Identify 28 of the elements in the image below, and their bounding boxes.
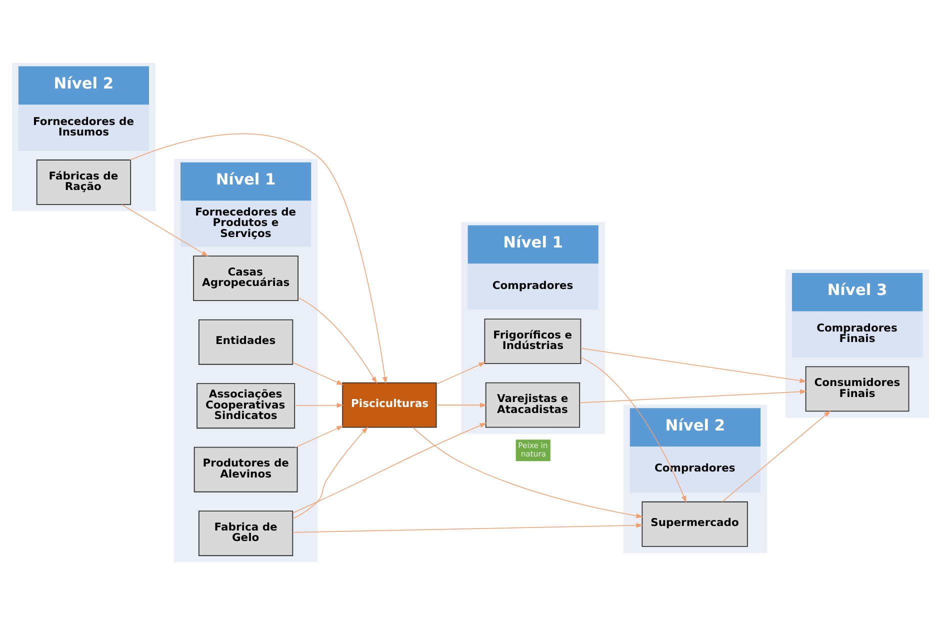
arrow [721, 410, 830, 502]
arrow [578, 388, 806, 403]
node-box: Associações Cooperativas Sindicatos [196, 382, 295, 428]
node-box: Produtores de Alevinos [193, 446, 298, 492]
arrow [580, 347, 806, 382]
arrow [292, 422, 486, 513]
arrow [294, 402, 344, 408]
arrow [292, 362, 344, 385]
node-box: Fábricas de Ração [36, 159, 131, 205]
arrow [297, 296, 376, 384]
node-box: Casas Agropecuárias [192, 255, 298, 301]
arrow [436, 402, 486, 407]
arrow [292, 426, 368, 519]
arrow [292, 522, 643, 532]
arrow [412, 426, 643, 518]
arrow [435, 361, 486, 384]
node-box: Fabrica de Gelo [198, 510, 293, 556]
arrow [580, 356, 686, 502]
node-box: Consumidores Finais [804, 366, 909, 412]
node-box: Frigoríficos e Indústrias [484, 318, 581, 364]
arrow [129, 132, 387, 384]
node-box: Entidades [198, 318, 293, 364]
node-box: Pisciculturas [342, 382, 436, 428]
node-box: Varejistas e Atacadistas [484, 382, 580, 428]
edge-label: Peixe in natura [518, 440, 548, 458]
node-box: Supermercado [641, 500, 748, 546]
arrow [294, 425, 343, 448]
arrow [121, 204, 208, 256]
